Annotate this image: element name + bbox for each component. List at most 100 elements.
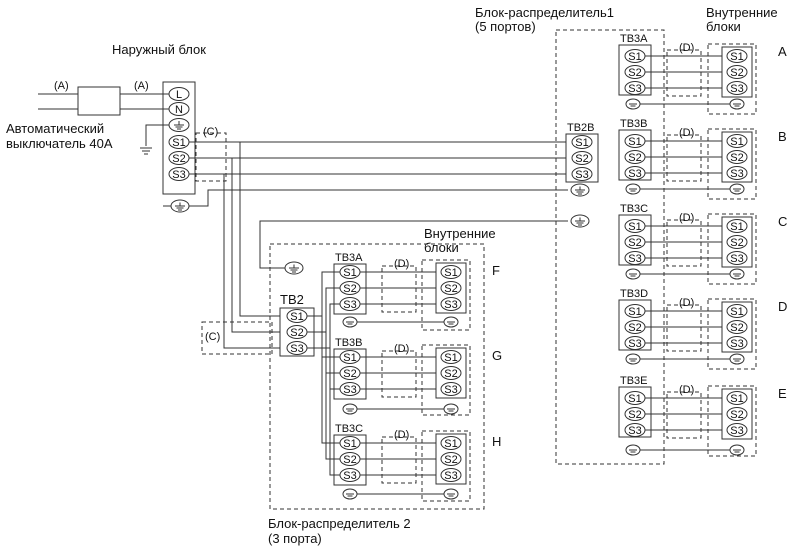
tb3d-terminal-s3: S3 <box>624 336 646 350</box>
svg-text:S1: S1 <box>730 51 743 63</box>
svg-text:S3: S3 <box>730 425 743 437</box>
indoor-g-terminal-s3: S3 <box>440 382 462 396</box>
outdoor-terminal-n: N <box>168 102 190 116</box>
tb3b-label: TB3B <box>620 118 648 130</box>
indoor-e-terminal-s2: S2 <box>726 407 748 421</box>
svg-text:S3: S3 <box>730 168 743 180</box>
wire-label-d: (D) <box>679 212 694 224</box>
ground-icon <box>625 268 641 280</box>
wire-label-d: (D) <box>394 343 409 355</box>
svg-text:S1: S1 <box>730 136 743 148</box>
indoor-d-terminal-s3: S3 <box>726 336 748 350</box>
svg-text:S3: S3 <box>444 299 457 311</box>
branch-box-1-ports: (5 портов) <box>475 19 536 34</box>
box2-tb3b-terminal-s3: S3 <box>339 382 361 396</box>
indoor-unit-f: F <box>492 263 500 278</box>
svg-text:S1: S1 <box>730 221 743 233</box>
ground-icon <box>729 98 745 110</box>
svg-text:S3: S3 <box>730 83 743 95</box>
ground-icon <box>575 186 585 195</box>
tb3a-terminal-s2: S2 <box>624 65 646 79</box>
tb2b-terminal-s3: S3 <box>571 167 593 181</box>
tb3c-terminal-s1: S1 <box>624 219 646 233</box>
svg-text:S2: S2 <box>730 322 743 334</box>
svg-text:S1: S1 <box>628 221 641 233</box>
branch-box-2-outline <box>269 243 485 510</box>
branch-box-1-title: Блок-распределитель1 <box>475 5 614 20</box>
breaker-label-line1: Автоматический <box>6 121 104 136</box>
wire-label-d: (D) <box>679 384 694 396</box>
tb2b-terminal-s2: S2 <box>571 151 593 165</box>
wire-label-a-left: (A) <box>54 80 69 92</box>
indoor-e-terminal-s3: S3 <box>726 423 748 437</box>
branch-box-2: Блок-распределитель 2 (3 порта) TB2 S1 S… <box>268 226 502 546</box>
svg-text:S3: S3 <box>628 338 641 350</box>
indoor-f-terminal-s3: S3 <box>440 297 462 311</box>
svg-text:S1: S1 <box>444 438 457 450</box>
outdoor-terminal-s1: S1 <box>168 135 190 149</box>
signal-cables: (C) <box>189 141 574 355</box>
tb3d-label: TB3D <box>620 288 648 300</box>
wire-label-a-right: (A) <box>134 80 149 92</box>
box2-tb3c-terminal-s3: S3 <box>339 468 361 482</box>
tb3c-label: TB3C <box>620 203 648 215</box>
svg-text:S1: S1 <box>290 311 303 323</box>
svg-text:S2: S2 <box>730 152 743 164</box>
svg-text:S3: S3 <box>343 384 356 396</box>
ground-icon <box>342 316 358 328</box>
box2-tb3b-terminal-s2: S2 <box>339 366 361 380</box>
box2-tb3c-terminal-s2: S2 <box>339 452 361 466</box>
branch-box-2-title: Блок-распределитель 2 <box>268 516 411 531</box>
indoor-f-terminal-s2: S2 <box>440 281 462 295</box>
cable-c-outdoor <box>195 132 227 182</box>
box2-port-g: TB3B S1 S2 S3 (D) S1 S2 S3 G <box>333 337 502 416</box>
box2-tb3a-terminal-s3: S3 <box>339 297 361 311</box>
cable-c-box2 <box>201 321 273 355</box>
svg-text:N: N <box>175 104 183 116</box>
indoor-f-terminal-s1: S1 <box>440 265 462 279</box>
tb3b-terminal-s1: S1 <box>624 134 646 148</box>
svg-text:S2: S2 <box>343 283 356 295</box>
tb3e-terminal-s1: S1 <box>624 391 646 405</box>
svg-text:S3: S3 <box>628 253 641 265</box>
breaker-label-line2: выключатель 40A <box>6 136 113 151</box>
ground-icon <box>140 147 152 155</box>
svg-text:S1: S1 <box>444 267 457 279</box>
tb3e-terminal-s2: S2 <box>624 407 646 421</box>
svg-text:S2: S2 <box>730 67 743 79</box>
wire-label-d: (D) <box>679 127 694 139</box>
tb3d-terminal-s2: S2 <box>624 320 646 334</box>
ground-icon <box>342 488 358 500</box>
svg-text:S2: S2 <box>343 454 356 466</box>
ground-icon <box>625 98 641 110</box>
ground-icon <box>575 217 585 226</box>
box2-tb3a-terminal-s2: S2 <box>339 281 361 295</box>
outdoor-terminal-s2: S2 <box>168 151 190 165</box>
indoor-a-terminal-s3: S3 <box>726 81 748 95</box>
wire-label-d: (D) <box>394 429 409 441</box>
svg-text:S1: S1 <box>343 438 356 450</box>
indoor-unit-a: A <box>778 44 787 59</box>
svg-text:S1: S1 <box>628 306 641 318</box>
box2-tb3a-terminal-s1: S1 <box>339 265 361 279</box>
svg-text:S2: S2 <box>730 409 743 421</box>
ground-icon <box>729 183 745 195</box>
tb2-terminal-s1: S1 <box>286 309 308 323</box>
circuit-breaker <box>77 86 121 116</box>
svg-text:S2: S2 <box>290 327 303 339</box>
indoor-b-terminal-s2: S2 <box>726 150 748 164</box>
wire-label-d: (D) <box>679 297 694 309</box>
svg-text:S1: S1 <box>343 352 356 364</box>
outdoor-unit-title: Наружный блок <box>112 42 206 57</box>
svg-text:S2: S2 <box>628 67 641 79</box>
ground-icon <box>443 403 459 415</box>
tb3c-terminal-s2: S2 <box>624 235 646 249</box>
tb3a-label: TB3A <box>620 33 648 45</box>
indoor-b-terminal-s1: S1 <box>726 134 748 148</box>
svg-text:S2: S2 <box>575 153 588 165</box>
indoor-h-terminal-s2: S2 <box>440 452 462 466</box>
outdoor-terminal-l: L <box>168 87 190 101</box>
indoor-unit-b: B <box>778 129 787 144</box>
tb3a-label: TB3A <box>335 252 363 264</box>
svg-text:S2: S2 <box>628 322 641 334</box>
